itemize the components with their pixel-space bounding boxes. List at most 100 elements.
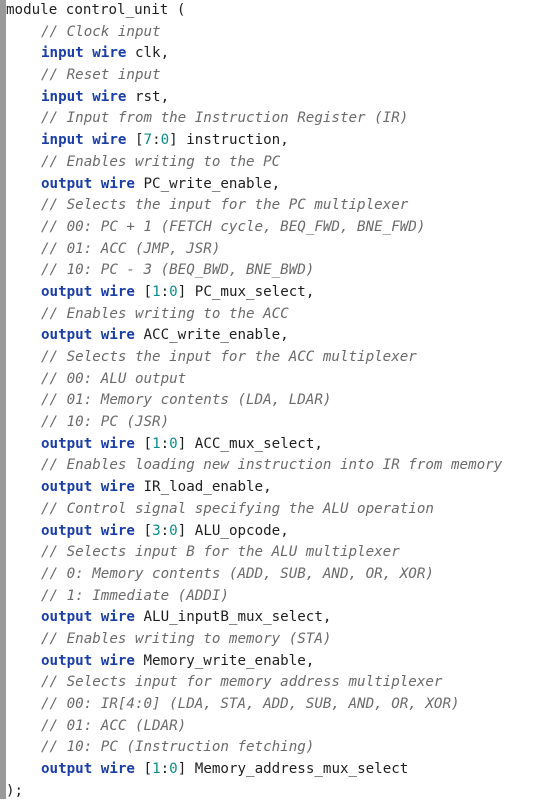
code-token: 0 [169, 522, 178, 539]
code-token: // 00: ALU output [41, 370, 187, 387]
code-token: 0 [169, 283, 178, 300]
code-token: [ [134, 283, 153, 300]
code-token: [ [134, 761, 153, 778]
code-token: // Selects input for memory address mult… [41, 674, 443, 691]
code-line: // 10: PC (JSR) [0, 412, 560, 434]
code-token: module [6, 2, 58, 18]
code-token: // Enables writing to the PC [41, 153, 281, 170]
code-token: control_unit ( [57, 2, 186, 18]
code-token: output wire [41, 175, 135, 192]
code-token: // 01: Memory contents (LDA, LDAR) [41, 392, 332, 409]
code-token: : [160, 435, 170, 452]
code-token: // 01: ACC (JMP, JSR) [41, 240, 221, 257]
code-line: // 00: PC + 1 (FETCH cycle, BEQ_FWD, BNE… [0, 217, 560, 239]
code-token: output wire [41, 522, 135, 539]
code-token: // 10: PC - 3 (BEQ_BWD, BNE_BWD) [41, 262, 315, 279]
code-token: : [152, 132, 161, 149]
code-line: // Enables writing to the ACC [0, 304, 560, 326]
code-line: // Control signal specifying the ALU ope… [0, 499, 560, 521]
code-token: [ [134, 435, 153, 452]
code-token: // 10: PC (JSR) [41, 414, 170, 431]
code-token: 0 [160, 132, 170, 149]
code-token: 3 [152, 522, 161, 539]
code-token: output wire [41, 761, 135, 778]
editor-gutter-bar [0, 0, 6, 799]
code-line: output wire PC_write_enable, [0, 174, 560, 196]
code-token: output wire [41, 435, 135, 452]
code-token: ] PC_mux_select, [177, 283, 315, 300]
code-line: input wire [7:0] instruction, [0, 130, 560, 152]
code-line: module control_unit ( [0, 0, 560, 22]
code-token: rst, [126, 88, 170, 105]
code-line: // Selects input for memory address mult… [0, 672, 560, 694]
code-token: 1 [152, 283, 161, 300]
code-line: output wire [3:0] ALU_opcode, [0, 521, 560, 543]
code-token: // Enables writing to the ACC [41, 305, 289, 322]
code-token: output wire [41, 283, 135, 300]
code-token: output wire [41, 479, 135, 496]
code-token: input wire [41, 88, 127, 105]
code-line: // Enables writing to the PC [0, 152, 560, 174]
code-line: // Selects the input for the ACC multipl… [0, 347, 560, 369]
code-line: // 0: Memory contents (ADD, SUB, AND, OR… [0, 564, 560, 586]
code-line: output wire [1:0] Memory_address_mux_sel… [0, 759, 560, 781]
code-token: : [160, 761, 170, 778]
code-token: ] Memory_address_mux_select [177, 761, 409, 778]
code-line: input wire clk, [0, 43, 560, 65]
code-token: PC_write_enable, [134, 175, 281, 192]
code-token: Memory_write_enable, [134, 652, 315, 669]
code-line: // Input from the Instruction Register (… [0, 108, 560, 130]
code-line: output wire ALU_inputB_mux_select, [0, 607, 560, 629]
code-token: ); [6, 782, 24, 799]
code-line: output wire ACC_write_enable, [0, 325, 560, 347]
code-token: input wire [41, 45, 127, 62]
code-line: output wire [1:0] PC_mux_select, [0, 282, 560, 304]
code-line: // 10: PC (Instruction fetching) [0, 737, 560, 759]
code-token: output wire [41, 609, 135, 626]
code-token: : [160, 283, 170, 300]
code-token: clk, [126, 45, 170, 62]
code-token: [ [134, 522, 153, 539]
code-line: // 00: ALU output [0, 369, 560, 391]
code-token: 7 [143, 132, 153, 149]
code-token: 1 [152, 435, 161, 452]
code-token: // 10: PC (Instruction fetching) [41, 739, 315, 756]
code-token: // Enables writing to memory (STA) [41, 630, 332, 647]
code-token: [ [126, 132, 144, 149]
code-line: // 01: ACC (LDAR) [0, 716, 560, 738]
code-token: 1 [152, 761, 161, 778]
code-token: // Enables loading new instruction into … [41, 457, 503, 474]
code-line: // Selects input B for the ALU multiplex… [0, 542, 560, 564]
code-token: // 00: IR[4:0] (LDA, STA, ADD, SUB, AND,… [41, 696, 460, 712]
code-line: // 01: ACC (JMP, JSR) [0, 239, 560, 261]
code-token: // 00: PC + 1 (FETCH cycle, BEQ_FWD, BNE… [41, 218, 426, 235]
code-token: // Selects input B for the ALU multiplex… [41, 544, 400, 561]
code-token: // Clock input [41, 23, 161, 40]
code-token: ] instruction, [169, 132, 289, 149]
code-token: ] ALU_opcode, [177, 522, 289, 539]
code-token: // Input from the Instruction Register (… [41, 110, 409, 127]
code-token: ACC_write_enable, [134, 327, 289, 344]
code-line: ); [0, 781, 560, 802]
code-token: // 01: ACC (LDAR) [41, 717, 187, 734]
code-line: output wire [1:0] ACC_mux_select, [0, 434, 560, 456]
code-token: // Reset input [41, 67, 161, 84]
code-line: // 01: Memory contents (LDA, LDAR) [0, 390, 560, 412]
code-line: // 00: IR[4:0] (LDA, STA, ADD, SUB, AND,… [0, 694, 560, 716]
code-line: // Enables loading new instruction into … [0, 455, 560, 477]
code-line: // 10: PC - 3 (BEQ_BWD, BNE_BWD) [0, 260, 560, 282]
code-line: // 1: Immediate (ADDI) [0, 586, 560, 608]
code-token: // Control signal specifying the ALU ope… [41, 500, 434, 517]
code-token: // 1: Immediate (ADDI) [41, 587, 229, 604]
code-token: : [160, 522, 170, 539]
code-token: // Selects the input for the ACC multipl… [41, 349, 417, 365]
code-token: ] ACC_mux_select, [177, 435, 323, 452]
code-line: // Clock input [0, 22, 560, 44]
code-token: 0 [169, 761, 178, 778]
code-token: IR_load_enable, [134, 479, 272, 496]
code-line: // Enables writing to memory (STA) [0, 629, 560, 651]
code-line: output wire Memory_write_enable, [0, 651, 560, 673]
code-token: 0 [169, 435, 178, 452]
